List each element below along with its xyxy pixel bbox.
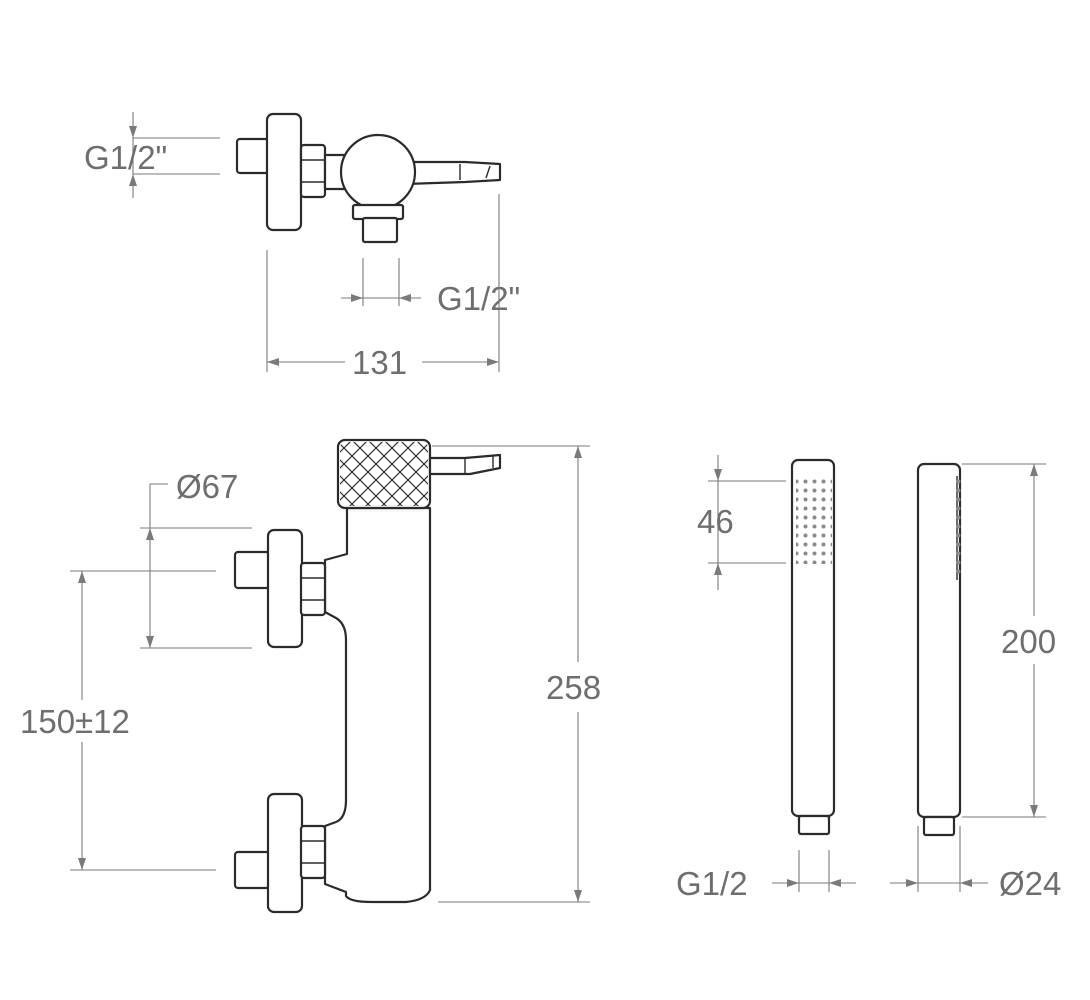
spray-nozzles xyxy=(796,478,832,564)
handshower-side-body xyxy=(916,462,962,819)
lower-inlet xyxy=(233,792,327,914)
top-lever xyxy=(403,160,502,186)
top-mixer-body xyxy=(339,133,417,211)
top-width-label: 131 xyxy=(352,344,407,381)
top-inlet-thread-label: G1/2" xyxy=(84,139,167,176)
mixer-body xyxy=(323,506,432,904)
handshower-length-label: 200 xyxy=(1001,623,1056,660)
dim-top-width: 131 xyxy=(266,194,500,381)
dim-top-inlet-thread: G1/2" xyxy=(84,112,220,198)
side-nozzle-row xyxy=(956,478,964,578)
handshower-side-thread xyxy=(922,815,956,837)
dim-inlet-spacing: 150±12 xyxy=(20,570,216,871)
dim-eccentric-diameter: Ø67 xyxy=(140,468,252,649)
front-view: Ø67 150±12 258 xyxy=(20,438,601,914)
handshower-thread-label: G1/2 xyxy=(676,865,748,902)
spray-face-label: 46 xyxy=(697,503,734,540)
handshower-front-thread xyxy=(797,814,831,836)
dim-handshower-thread: G1/2 xyxy=(676,850,856,902)
dim-spray-face: 46 xyxy=(697,455,786,590)
top-view: G1/2" G1/2" 131 xyxy=(84,112,520,381)
handshower-diameter-label: Ø24 xyxy=(999,865,1061,902)
handshower-front: 46 G1/2 xyxy=(676,455,856,902)
knurled-handle xyxy=(336,438,432,510)
eccentric-diameter-label: Ø67 xyxy=(176,468,238,505)
top-inlet-stub xyxy=(235,137,271,175)
dim-handshower-diameter: Ø24 xyxy=(890,826,1061,902)
dim-handshower-length: 200 xyxy=(962,463,1056,818)
top-outlet-thread-label: G1/2" xyxy=(437,280,520,317)
upper-inlet xyxy=(233,528,327,649)
handshower-side: 200 Ø24 xyxy=(890,462,1061,902)
inlet-spacing-label: 150±12 xyxy=(20,703,130,740)
top-wall-flange xyxy=(265,112,303,232)
top-outlet-thread xyxy=(361,216,399,244)
top-hex-nut xyxy=(299,143,327,199)
mixer-height-label: 258 xyxy=(546,669,601,706)
dim-top-outlet-thread: G1/2" xyxy=(341,258,520,317)
dim-mixer-height: 258 xyxy=(432,445,601,903)
